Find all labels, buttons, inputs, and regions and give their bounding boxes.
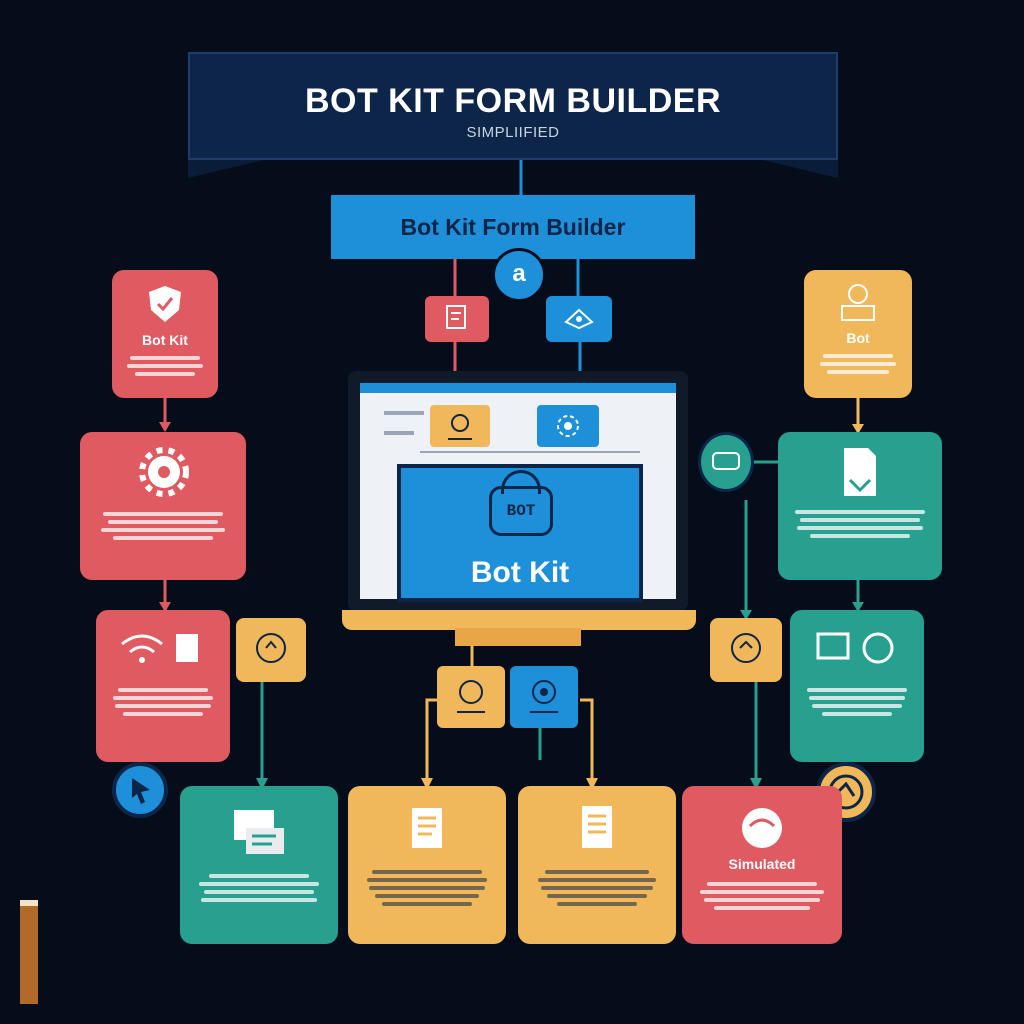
form-edit-icon [446, 305, 466, 329]
right-card-bot: Bot [804, 270, 912, 398]
form-window-icon [234, 810, 284, 854]
banner-fold-left [188, 156, 280, 178]
laptop-base [342, 610, 696, 630]
team-icon [841, 284, 875, 321]
center-node-yellow [437, 666, 505, 728]
right-card-cart [790, 610, 924, 762]
card-text-lines [194, 870, 324, 906]
bot-sign: BOT [489, 486, 553, 536]
cart-icon [816, 632, 894, 664]
gear-icon [139, 447, 189, 497]
ui-line [384, 411, 424, 415]
cursor-icon [132, 778, 150, 804]
bottom-card-yellow-1 [348, 786, 506, 944]
chat-bubble-icon [712, 452, 740, 470]
document-icon [844, 448, 876, 496]
lock-loop [501, 470, 541, 494]
left-card-bot-kit: Bot Kit [112, 270, 218, 398]
card-text-lines [818, 350, 898, 378]
bottom-card-yellow-2 [518, 786, 676, 944]
corner-block [20, 900, 38, 1004]
center-node-blue [510, 666, 578, 728]
form-node-red [425, 296, 489, 342]
form-node-blue [546, 296, 612, 342]
card-text-lines [94, 508, 232, 544]
center-badge: a [492, 248, 546, 302]
bottom-card-title: Simulated [728, 856, 796, 872]
banner-title: BOT KIT FORM BUILDER [304, 82, 722, 120]
bottom-card-teal [180, 786, 338, 944]
left-card-wifi [96, 610, 230, 762]
bot-kit-label: Bot Kit [470, 556, 570, 589]
card-text-lines [110, 684, 216, 720]
banner-fold-right [746, 156, 838, 178]
banner-subtitle: SIMPLIIFIED [466, 124, 560, 141]
laptop-node-blue [537, 405, 599, 447]
laptop-node-yellow [430, 405, 490, 447]
ui-line [384, 431, 414, 435]
ui-line [420, 451, 640, 453]
gear-icon [448, 414, 472, 440]
checklist-icon [582, 806, 612, 848]
card-text-lines [532, 866, 662, 910]
browser-bar [360, 383, 676, 393]
card-text-lines [792, 506, 928, 542]
document-icon [412, 808, 442, 848]
card-text-lines [696, 878, 828, 914]
bottom-card-simulated: Simulated [682, 786, 842, 944]
settings-icon [557, 415, 579, 437]
card-text-lines [362, 866, 492, 910]
wifi-icon [121, 634, 198, 663]
cursor-badge [112, 762, 168, 818]
laptop-stand [455, 628, 581, 646]
user-icon [457, 680, 485, 713]
left-node-yellow [236, 618, 306, 682]
cycle-icon [731, 633, 761, 663]
chat-badge [698, 432, 754, 492]
shield-icon [149, 286, 181, 322]
refresh-icon [256, 633, 286, 663]
bird-icon [564, 308, 594, 330]
left-card-title: Bot Kit [142, 332, 188, 348]
bot-kit-panel: BOT Bot Kit [397, 464, 643, 602]
right-node-yellow [710, 618, 782, 682]
robot-icon [530, 680, 558, 713]
card-text-lines [804, 684, 910, 720]
helmet-icon [742, 808, 782, 848]
title-banner: BOT KIT FORM BUILDER SIMPLIIFIED [188, 52, 838, 160]
right-card-title: Bot [846, 330, 870, 346]
card-text-lines [126, 352, 204, 380]
right-card-document [778, 432, 942, 580]
left-card-gear [80, 432, 246, 580]
